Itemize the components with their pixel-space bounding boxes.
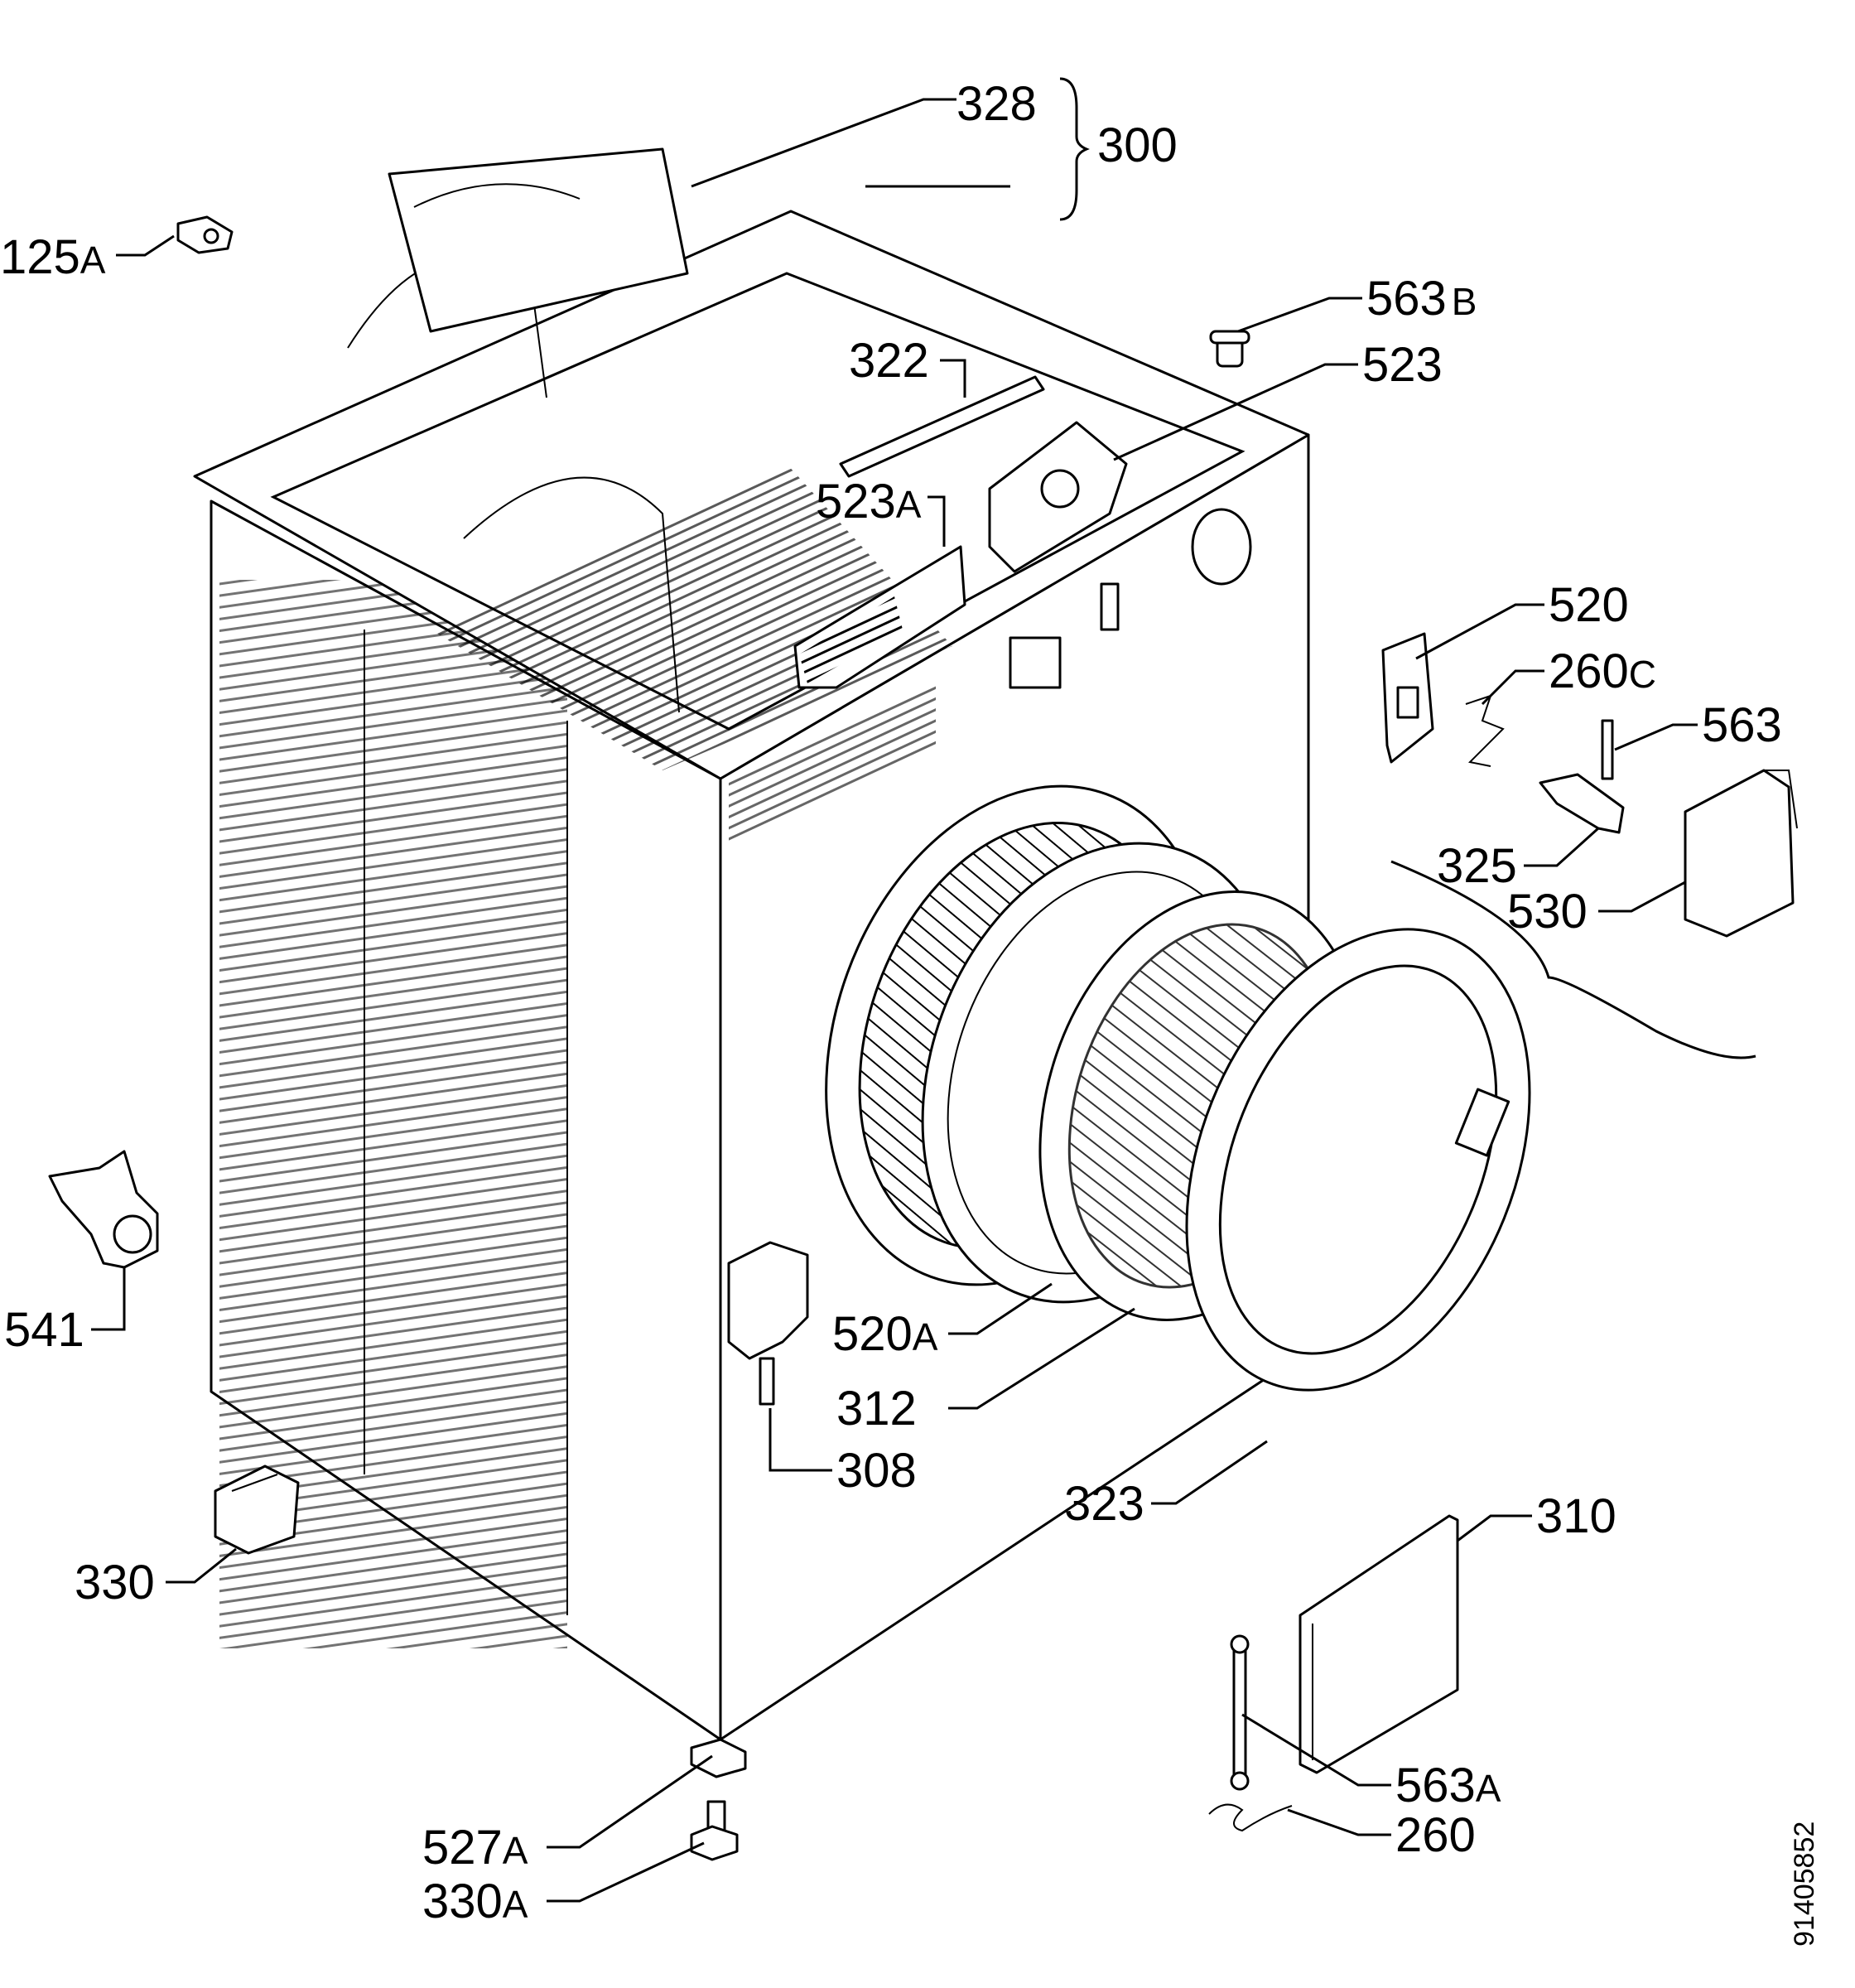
leader-125a <box>116 234 175 257</box>
label-541: 541 <box>4 1303 84 1357</box>
part-520-door-lock <box>1381 632 1434 764</box>
part-527a-nut <box>690 1738 747 1778</box>
label-260c: 260C <box>1549 644 1656 698</box>
label-328: 328 <box>956 77 1037 131</box>
leader-330 <box>166 1547 237 1584</box>
label-563: 563 <box>1702 698 1782 752</box>
label-563a: 563A <box>1395 1759 1501 1812</box>
leader-312 <box>948 1307 1135 1410</box>
part-260c-spring <box>1465 694 1505 767</box>
door-frame-latch-slot <box>1454 1088 1510 1157</box>
label-125a: 125A <box>0 230 106 284</box>
part-260-spring <box>1208 1803 1293 1832</box>
leader-523a <box>928 495 946 547</box>
hinge-shading <box>799 596 903 683</box>
label-523: 523 <box>1362 338 1443 392</box>
leader-530 <box>1598 881 1686 913</box>
leader-325 <box>1524 827 1600 867</box>
leader-328 <box>691 98 956 188</box>
part-563b-plug <box>1209 330 1250 368</box>
label-308: 308 <box>836 1444 917 1498</box>
label-325: 325 <box>1437 839 1517 893</box>
leader-563 <box>1614 723 1698 751</box>
label-260: 260 <box>1395 1808 1476 1862</box>
part-310-filter-cover <box>1298 1514 1459 1774</box>
part-330-foot <box>214 1464 300 1555</box>
label-520a: 520A <box>832 1307 938 1361</box>
side-panel-shading <box>219 580 567 1648</box>
door-frame-inner <box>1218 964 1498 1355</box>
panel-recess-shading <box>729 679 936 845</box>
part-330a-foot <box>690 1800 739 1861</box>
label-330a: 330A <box>422 1875 528 1928</box>
label-312: 312 <box>836 1382 917 1436</box>
assembly-brace <box>1390 860 1756 1059</box>
leader-323 <box>1151 1440 1268 1505</box>
label-520: 520 <box>1549 578 1629 632</box>
top-opening-shading <box>431 464 952 770</box>
label-527a: 527A <box>422 1821 528 1875</box>
part-523-bracket <box>988 421 1128 573</box>
part-563a-rod <box>1230 1634 1250 1791</box>
rear-arch-right <box>463 476 680 713</box>
leader-527a <box>547 1754 713 1849</box>
part-523a-hinge <box>793 545 966 689</box>
leader-260 <box>1287 1808 1391 1836</box>
label-323: 323 <box>1064 1477 1144 1531</box>
leader-lines <box>91 77 1698 1903</box>
label-330: 330 <box>75 1556 155 1609</box>
leader-563b <box>1237 297 1362 333</box>
panel-slot-1 <box>1009 636 1062 689</box>
label-300: 300 <box>1097 118 1178 172</box>
leader-541 <box>91 1267 126 1331</box>
panel-slot-2 <box>1100 582 1120 631</box>
label-310: 310 <box>1536 1489 1616 1543</box>
part-563-pin <box>1601 719 1614 780</box>
leader-520 <box>1415 603 1544 660</box>
cabinet <box>193 147 1310 1741</box>
part-125a-clip <box>176 215 234 254</box>
leader-520a <box>948 1282 1053 1335</box>
leader-260c <box>1481 669 1544 706</box>
leader-330a <box>547 1841 705 1903</box>
label-530: 530 <box>1507 885 1588 939</box>
rear-bracket-detail <box>413 183 581 208</box>
part-308-hinge <box>727 1241 809 1406</box>
leader-563a <box>1241 1713 1391 1787</box>
leader-523 <box>1113 363 1358 461</box>
door-frame-323 <box>1185 928 1531 1392</box>
leader-322 <box>940 359 966 398</box>
part-322-rod <box>839 375 1045 478</box>
label-322: 322 <box>849 334 929 388</box>
part-530-handle <box>1684 769 1798 938</box>
rear-bracket <box>388 147 689 333</box>
part-325-lever <box>1539 773 1625 834</box>
part-541-bracket <box>48 1150 159 1269</box>
document-number: 91405852 <box>1789 1822 1820 1947</box>
label-523a: 523A <box>816 475 922 528</box>
leader-308 <box>768 1408 832 1472</box>
leader-310 <box>1457 1514 1532 1542</box>
panel-round-hole <box>1191 508 1252 586</box>
brace-300 <box>1059 77 1090 221</box>
